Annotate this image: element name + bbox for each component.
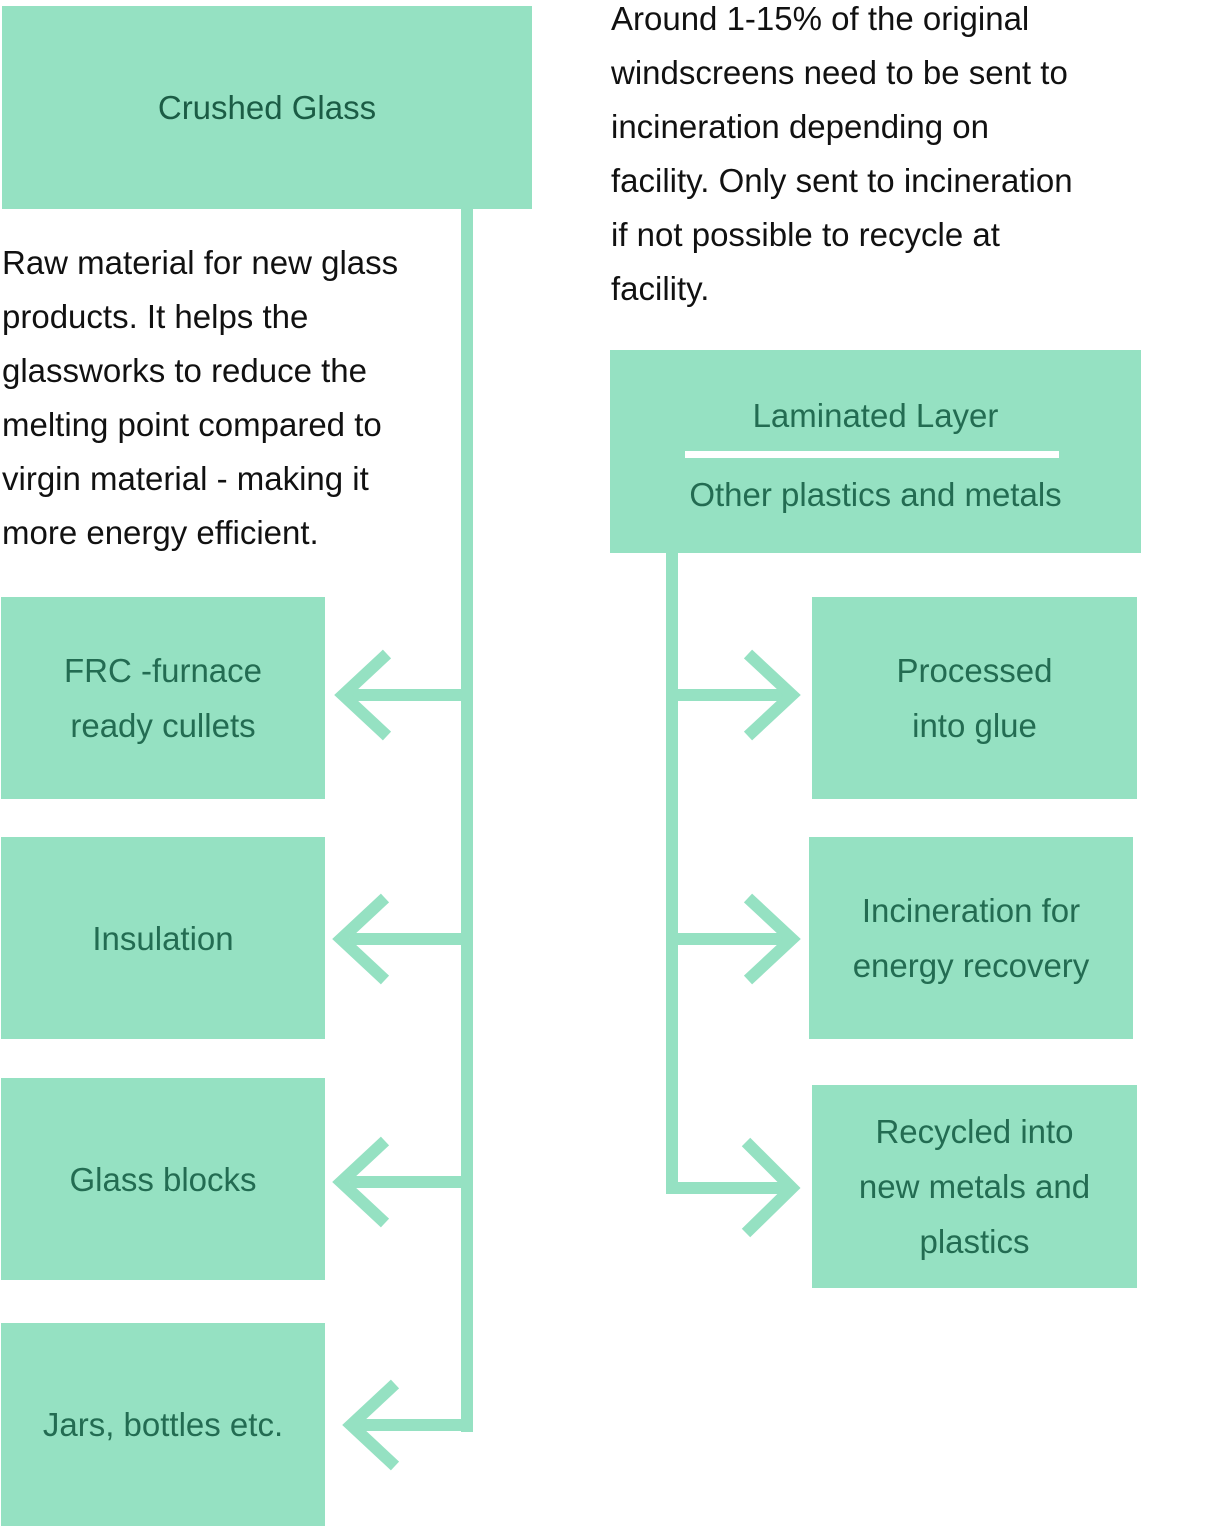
laminated-layer-subtitle: Other plastics and metals xyxy=(689,476,1062,513)
crushed-glass-title: Crushed Glass xyxy=(157,89,377,126)
output-frc-furnace-ready-cullets: FRC -furnace ready cullets xyxy=(1,597,325,799)
laminated-layer-title: Laminated Layer xyxy=(752,397,999,434)
output-insulation: Insulation xyxy=(1,837,325,1039)
output-glass-blocks: Glass blocks xyxy=(1,1078,325,1280)
laminated-layer-divider xyxy=(685,451,1059,458)
right-arrowhead-3 xyxy=(741,1137,801,1238)
left-arrowhead-3 xyxy=(332,1136,390,1228)
crushed-glass-description: Raw material for new glass products. It … xyxy=(2,244,399,551)
output-processed-into-glue: Processed into glue xyxy=(812,597,1137,799)
output-recycled-metals-plastics: Recycled into new metals and plastics xyxy=(812,1085,1137,1288)
right-arrowhead-2 xyxy=(743,893,801,985)
left-arrowhead-1 xyxy=(334,649,392,741)
left-arrowhead-4 xyxy=(342,1379,400,1471)
output-jars-bottles: Jars, bottles etc. xyxy=(1,1323,325,1526)
incineration-note: Around 1-15% of the original windscreens… xyxy=(611,0,1073,307)
right-arrowhead-1 xyxy=(743,649,801,741)
crushed-glass-box: Crushed Glass xyxy=(2,6,532,209)
left-arrowhead-2 xyxy=(332,893,390,985)
output-incineration-energy-recovery: Incineration for energy recovery xyxy=(809,837,1133,1039)
